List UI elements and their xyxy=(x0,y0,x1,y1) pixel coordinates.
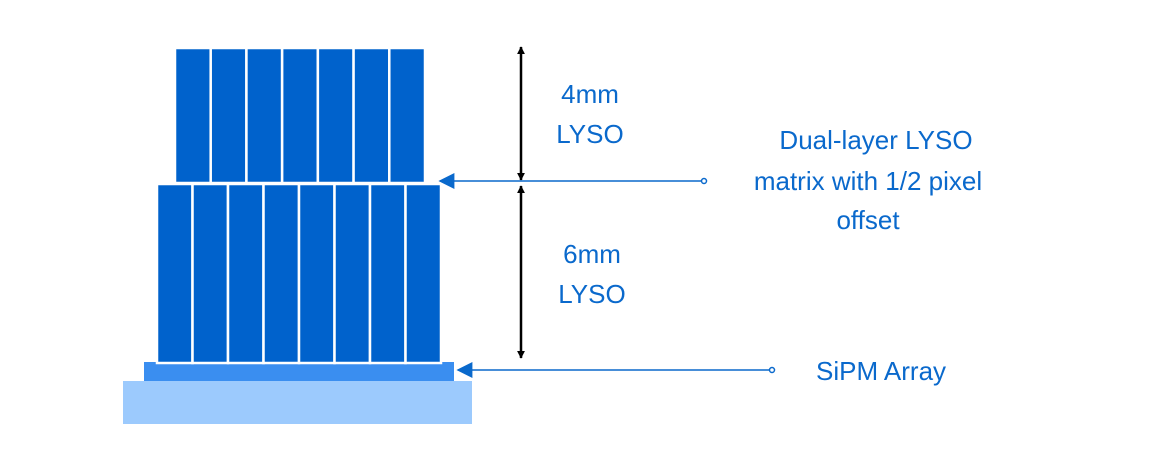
top-layer-label-line-2: LYSO xyxy=(556,119,623,149)
bottom-crystal-pixel-3 xyxy=(226,182,265,365)
top-crystal-pixel-5 xyxy=(316,46,355,185)
top-crystal-pixel-7 xyxy=(388,46,427,185)
matrix-label-line-3: offset xyxy=(836,205,900,235)
bottom-lyso-layer xyxy=(155,182,443,365)
bottom-crystal-pixel-2 xyxy=(191,182,230,365)
bottom-crystal-pixel-4 xyxy=(262,182,301,365)
bottom-crystal-pixel-1 xyxy=(155,182,194,365)
bottom-crystal-pixel-7 xyxy=(368,182,407,365)
bottom-layer-label-line-2: LYSO xyxy=(558,279,625,309)
top-lyso-layer xyxy=(173,46,427,185)
matrix-label-line-1: Dual-layer LYSO xyxy=(779,125,972,155)
sipm-label: SiPM Array xyxy=(816,356,946,386)
bottom-layer-label-line-1: 6mm xyxy=(563,239,621,269)
top-crystal-pixel-6 xyxy=(352,46,391,185)
top-crystal-pixel-2 xyxy=(209,46,248,185)
matrix-callout-dot xyxy=(700,177,708,185)
top-crystal-pixel-4 xyxy=(280,46,320,185)
top-crystal-pixel-1 xyxy=(173,46,212,185)
top-crystal-pixel-3 xyxy=(245,46,284,185)
bottom-crystal-pixel-5 xyxy=(297,182,336,365)
sipm-callout-dot xyxy=(768,366,776,374)
base-plate xyxy=(123,381,472,424)
top-layer-label-line-1: 4mm xyxy=(561,79,619,109)
sipm-array xyxy=(144,362,454,381)
matrix-label-line-2: matrix with 1/2 pixel xyxy=(754,166,982,196)
bottom-crystal-pixel-6 xyxy=(333,182,372,365)
bottom-crystal-pixel-8 xyxy=(404,182,443,365)
